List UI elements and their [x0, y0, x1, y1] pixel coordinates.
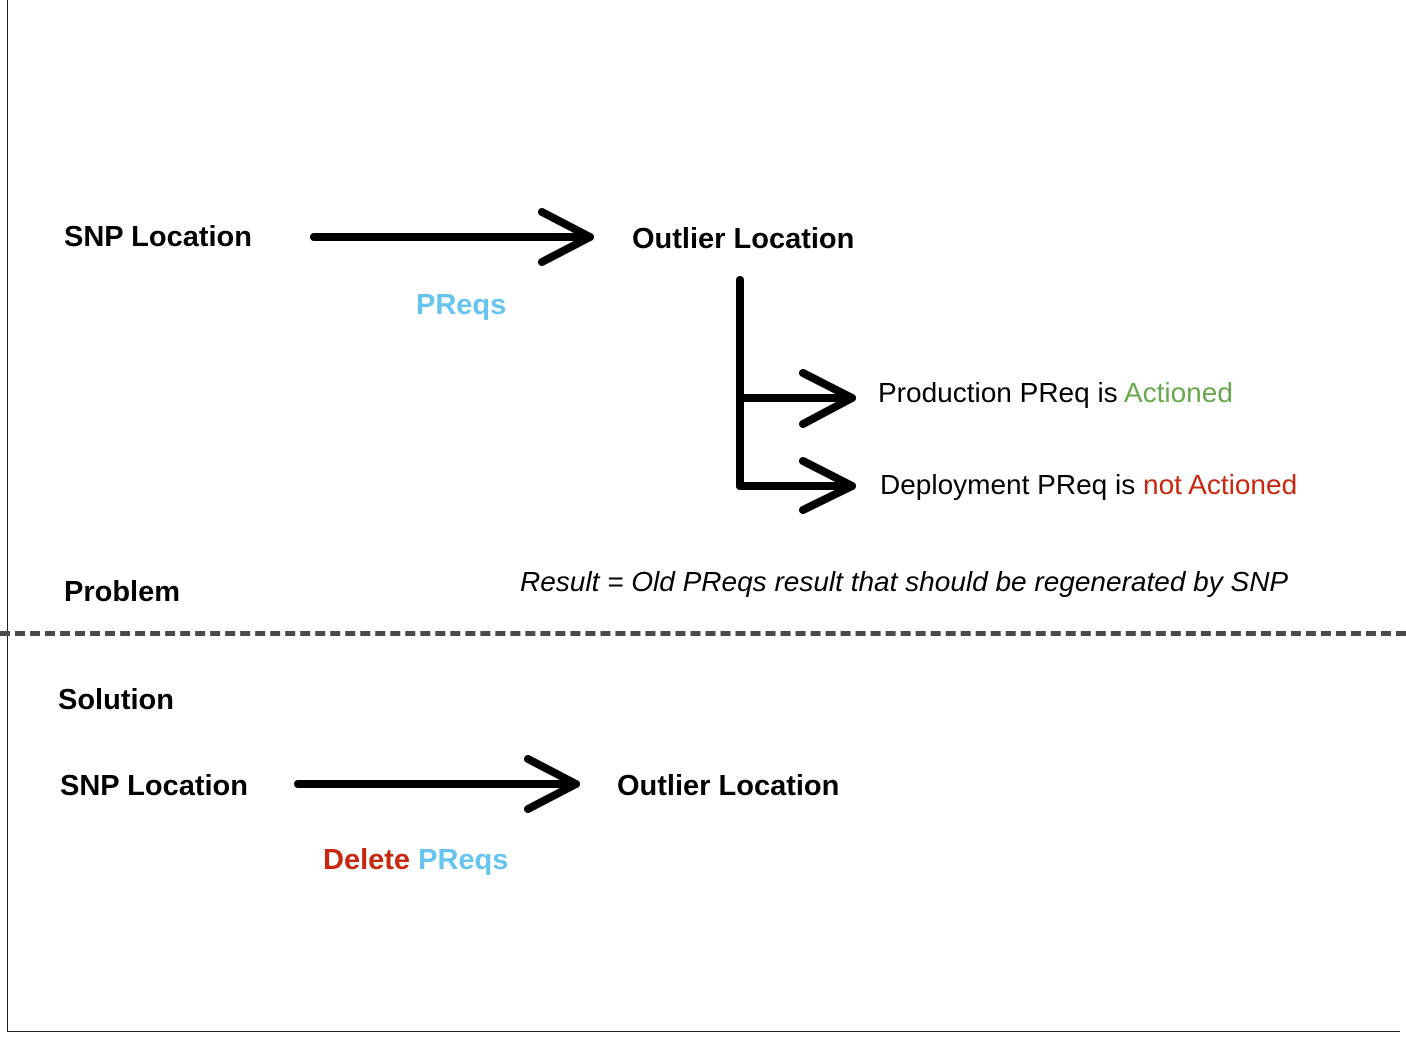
- solution-edge-action: Delete: [323, 844, 411, 876]
- solution-target-label: Outlier Location: [617, 770, 840, 802]
- solution-main-arrow-head: [524, 755, 580, 813]
- branch-production-text: Production PReq is Actioned: [878, 379, 1233, 407]
- frame-bottom-border: [7, 1031, 1400, 1032]
- branch-production-status: Actioned: [1123, 377, 1233, 408]
- branch-deployment-text: Deployment PReq is not Actioned: [880, 471, 1297, 499]
- problem-heading: Problem: [64, 576, 181, 608]
- branch-production-prefix: Production PReq is: [878, 377, 1124, 408]
- branch-arrow-deployment-head: [799, 457, 856, 514]
- solution-edge-label: Delete PReqs: [323, 846, 508, 875]
- solution-heading: Solution: [58, 684, 174, 716]
- problem-edge-label: PReqs: [416, 289, 507, 321]
- branch-deployment-prefix: Deployment PReq is: [880, 469, 1144, 500]
- branch-deployment-status: not Actioned: [1143, 469, 1298, 500]
- branch-arrow-production-head: [799, 369, 856, 428]
- problem-source-label: SNP Location: [64, 221, 252, 253]
- problem-target-label: Outlier Location: [632, 223, 855, 255]
- frame-left-border: [7, 0, 8, 1032]
- solution-edge-object: PReqs: [418, 844, 509, 876]
- solution-source-label: SNP Location: [60, 770, 248, 802]
- section-divider: [0, 631, 1406, 636]
- problem-main-arrow-head: [538, 208, 594, 266]
- problem-result-text: Result = Old PReqs result that should be…: [520, 566, 1289, 597]
